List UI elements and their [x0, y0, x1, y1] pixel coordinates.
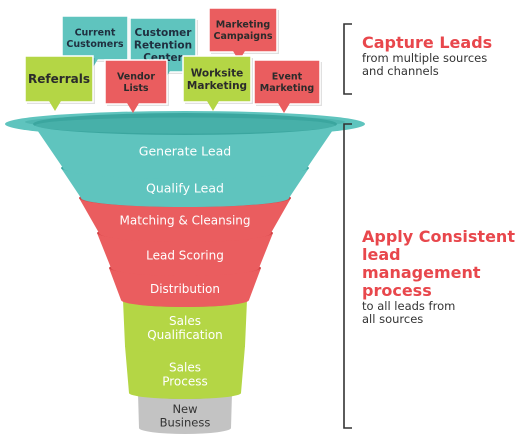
- source-label: Vendor: [117, 72, 155, 83]
- source-label: Event: [272, 72, 303, 83]
- stage-label: Lead Scoring: [146, 249, 224, 263]
- bubble-box: [24, 55, 94, 103]
- bubble-box: [104, 59, 168, 105]
- capture-leads-subtitle-2: and channels: [362, 64, 439, 78]
- bubble-tail: [127, 103, 139, 113]
- bubble-box: [253, 59, 321, 105]
- source-label: Marketing: [260, 83, 314, 94]
- stage-band: [79, 198, 291, 242]
- stage-label: Process: [162, 375, 208, 389]
- stage-label: Matching & Cleansing: [119, 214, 250, 228]
- bubble-box: [208, 7, 278, 53]
- stage-label: Qualification: [147, 328, 223, 342]
- lead-source-bubbles: CurrentCustomersCustomerRetentionCenterM…: [24, 7, 322, 113]
- stage-label: Sales: [169, 361, 201, 375]
- stage-label: New: [172, 402, 197, 416]
- source-label: Customers: [66, 39, 123, 50]
- stage-generate-lead: Generate Lead: [33, 113, 337, 179]
- capture-leads-note: Capture Leads from multiple sources and …: [362, 34, 518, 78]
- funnel-stages: NewBusinessSalesProcessSalesQualificatio…: [5, 111, 365, 434]
- source-referrals: Referrals: [24, 55, 95, 111]
- stage-band: [109, 268, 261, 307]
- capture-bracket: [343, 23, 352, 95]
- bubble-tail: [278, 103, 290, 113]
- source-label: Customer: [135, 27, 193, 39]
- source-label: Worksite: [191, 67, 244, 79]
- stage-lip-highlight: [35, 117, 335, 134]
- capture-leads-title: Capture Leads: [362, 33, 493, 52]
- stage-band: [97, 233, 273, 276]
- stage-label: Business: [160, 415, 211, 429]
- apply-process-title-3: process: [362, 281, 432, 300]
- apply-process-title-1: Apply Consistent: [362, 227, 515, 246]
- source-label: Campaigns: [214, 31, 273, 42]
- stage-label: Sales: [169, 314, 201, 328]
- stage-band: [125, 346, 245, 399]
- source-label: Current: [75, 28, 116, 39]
- source-label: Lists: [123, 83, 149, 94]
- stage-band: [61, 168, 309, 207]
- stage-label: Generate Lead: [139, 143, 231, 158]
- source-label: Marketing: [187, 80, 247, 92]
- apply-process-subtitle-2: all sources: [362, 312, 424, 326]
- stage-label: Qualify Lead: [146, 180, 224, 195]
- stage-band: [138, 393, 232, 434]
- stage-label: Distribution: [150, 282, 220, 296]
- capture-leads-subtitle-1: from multiple sources: [362, 51, 488, 65]
- process-bracket: [343, 123, 352, 429]
- stage-band: [123, 300, 247, 353]
- section-brackets: [343, 23, 352, 429]
- stage-band: [33, 124, 337, 179]
- bubble-tail: [49, 101, 61, 111]
- source-label: Referrals: [28, 72, 90, 86]
- stage-lip: [33, 113, 337, 135]
- apply-process-title-2: lead management: [362, 245, 481, 282]
- source-label: Retention: [134, 40, 192, 52]
- bubble-box: [61, 15, 129, 61]
- apply-process-subtitle-1: to all leads from: [362, 299, 456, 313]
- apply-process-note: Apply Consistent lead management process…: [362, 228, 518, 326]
- source-label: Marketing: [216, 20, 270, 31]
- bubble-tail: [207, 101, 219, 111]
